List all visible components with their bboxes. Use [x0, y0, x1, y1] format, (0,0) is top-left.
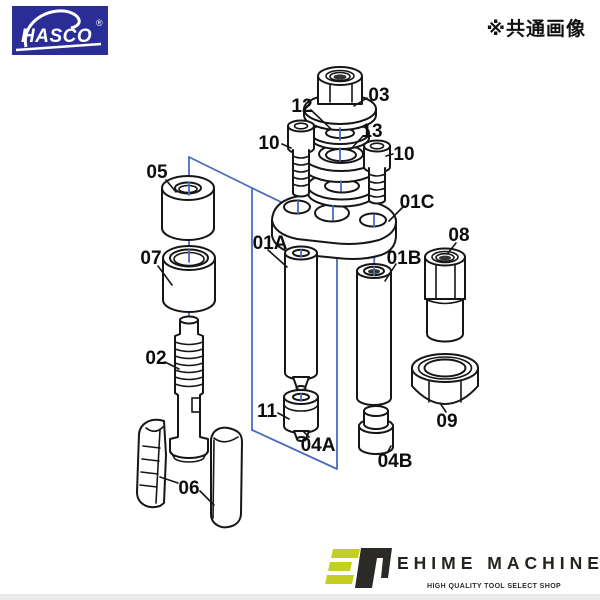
centerline-overlays — [188, 127, 375, 402]
part-01A-puller-pin — [284, 245, 318, 391]
part-09-hex-nut — [411, 353, 479, 405]
em-mark-icon — [325, 548, 392, 588]
part-label-10-left: 10 — [258, 133, 279, 154]
part-label-04B: 04B — [378, 451, 413, 472]
part-label-05: 05 — [146, 162, 168, 183]
part-label-12: 12 — [291, 96, 312, 117]
part-label-02: 02 — [145, 348, 166, 369]
part-10-screw-right — [363, 139, 391, 205]
part-label-01A: 01A — [253, 233, 288, 254]
part-label-09: 09 — [436, 411, 457, 432]
brand-name: EHIME MACHINE — [397, 553, 600, 573]
part-01B-puller-pin — [356, 263, 392, 406]
part-03-flange-nut — [303, 66, 377, 131]
part-label-10-right: 10 — [393, 144, 414, 165]
part-08-coupling-nut — [424, 247, 466, 343]
part-label-03: 03 — [368, 85, 389, 106]
brand-tagline: HIGH QUALITY TOOL SELECT SHOP — [427, 583, 561, 590]
part-label-13: 13 — [361, 121, 382, 142]
hasco-registered-mark: ® — [96, 18, 103, 28]
part-label-01B: 01B — [387, 248, 422, 269]
hasco-logo-underline — [15, 42, 102, 52]
part-label-06: 06 — [178, 478, 199, 499]
part-02-threaded-shaft — [169, 315, 209, 463]
part-label-11: 11 — [257, 401, 278, 422]
part-label-04A: 04A — [301, 435, 336, 456]
hasco-logo-text: HASCO — [21, 26, 92, 47]
part-04B-adapter — [358, 405, 394, 455]
bottom-edge-bar — [0, 594, 600, 600]
part-label-07: 07 — [140, 248, 161, 269]
nut-thread-hole — [333, 74, 347, 80]
part-labels: 05 07 02 06 12 03 13 10 10 01C 01A 01B 0… — [140, 85, 469, 499]
hasco-logo: HASCO ® — [12, 6, 108, 55]
ehime-machine-logo: EHIME MACHINE HIGH QUALITY TOOL SELECT S… — [325, 548, 600, 590]
coupling-nut-hole — [439, 255, 451, 261]
part-06-collet-halves — [136, 418, 243, 529]
part-label-08: 08 — [448, 225, 469, 246]
part-label-01C: 01C — [400, 192, 435, 213]
label-leaders — [157, 97, 457, 506]
common-image-note: ※共通画像 — [486, 18, 586, 40]
part-10-screw-left — [287, 119, 315, 198]
hasco-logo-swoosh — [23, 9, 81, 48]
part-05-spacer — [161, 175, 215, 241]
